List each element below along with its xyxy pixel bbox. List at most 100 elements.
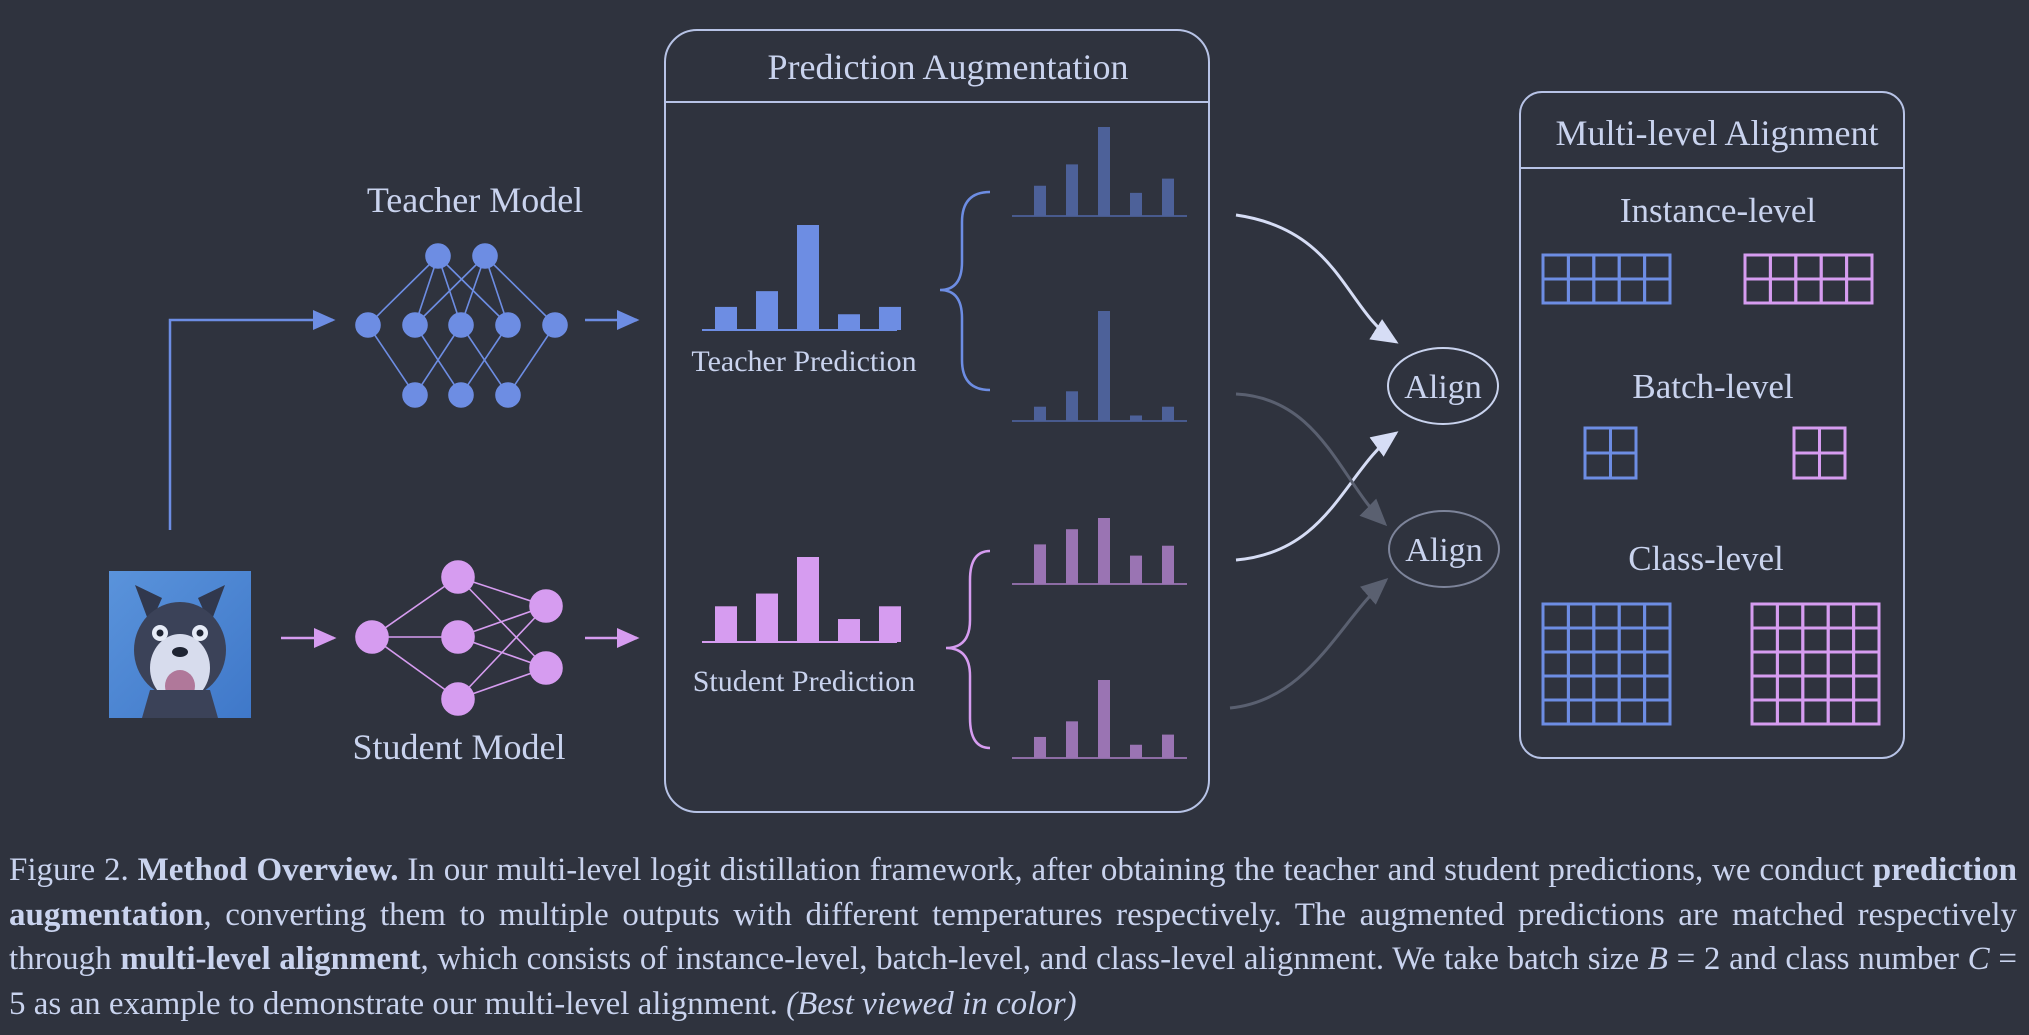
caption-text-3: , which consists of instance-level, batc… — [420, 941, 1648, 977]
caption-text-5: = 5 as an example to demonstrate our mul… — [9, 941, 2017, 1022]
caption-title: Method Overview. — [137, 852, 399, 888]
student-bar-2 — [756, 593, 778, 642]
teacher-aug1-bar-1 — [1034, 185, 1046, 216]
student-bar-1 — [715, 606, 737, 642]
instance-student-cell — [1743, 253, 1772, 281]
teacher-prediction-label: Teacher Prediction — [691, 345, 916, 378]
align-arrow-student-1 — [1235, 431, 1399, 562]
class-teacher-cell — [1643, 626, 1672, 654]
class-student-cell — [1750, 626, 1779, 654]
teacher-model-label: Teacher Model — [367, 180, 583, 220]
class-teacher-cell — [1541, 698, 1570, 726]
teacher-prediction-bars — [715, 225, 901, 330]
align-arrow-teacher-2 — [1235, 392, 1388, 527]
class-student-cell — [1801, 650, 1830, 678]
class-teacher-cell — [1643, 602, 1672, 630]
instance-teacher-cell — [1643, 253, 1672, 281]
student-bar-4 — [838, 619, 860, 642]
class-teacher-cell — [1566, 650, 1596, 678]
align-arrow-student-2 — [1229, 578, 1389, 710]
teacher-aug2-bar-3 — [1098, 311, 1110, 421]
instance-level-label: Instance-level — [1620, 191, 1817, 230]
class-teacher-cell — [1541, 626, 1570, 654]
class-student-cell — [1852, 650, 1881, 678]
instance-level-teacher-matrix — [1541, 253, 1672, 305]
class-student-cell — [1750, 698, 1779, 726]
class-student-cell — [1801, 602, 1830, 630]
align-label-1: Align — [1404, 369, 1481, 406]
instance-teacher-cell — [1566, 253, 1596, 281]
caption-math-c: C — [1967, 941, 1990, 977]
teacher-aug2-bar-5 — [1162, 406, 1174, 421]
instance-teacher-cell — [1592, 253, 1621, 281]
caption-text-4: = 2 and class number — [1667, 941, 1968, 977]
prediction-augmentation-panel: Prediction Augmentation — [664, 29, 1210, 813]
figure-caption: Figure 2. Method Overview. In our multi-… — [9, 848, 2017, 1026]
teacher-bar-5 — [879, 306, 901, 330]
caption-text-1: In our multi-level logit distillation fr… — [398, 852, 1873, 888]
caption-text-2: , converting them to multiple outputs wi… — [9, 896, 2017, 978]
class-teacher-cell — [1592, 626, 1621, 654]
instance-student-cell — [1794, 253, 1823, 281]
class-student-cell — [1826, 698, 1856, 726]
teacher-bar-4 — [838, 314, 860, 330]
class-student-cell — [1852, 626, 1881, 654]
batch-student-cell — [1818, 426, 1847, 455]
teacher-bar-3 — [797, 225, 819, 330]
method-overview-diagram: Teacher Model — [109, 29, 1905, 813]
teacher-augmented-bars-high-temp — [1034, 127, 1174, 216]
class-student-cell — [1775, 626, 1805, 654]
batch-teacher-cell — [1609, 451, 1638, 480]
align-arrow-teacher-1 — [1235, 213, 1399, 344]
class-teacher-cell — [1592, 602, 1621, 630]
student-prediction-label: Student Prediction — [693, 665, 915, 698]
instance-student-cell — [1819, 277, 1849, 305]
teacher-aug2-bar-1 — [1034, 406, 1046, 421]
multilevel-alignment-panel: Multi-level Alignment — [1519, 91, 1905, 759]
align-label-2: Align — [1405, 532, 1482, 569]
teacher-aug2-bar-2 — [1066, 391, 1078, 421]
instance-teacher-cell — [1566, 277, 1596, 305]
instance-teacher-cell — [1592, 277, 1621, 305]
student-aug1-bar-3 — [1098, 518, 1110, 584]
class-student-cell — [1826, 602, 1856, 630]
student-network-icon — [355, 560, 563, 716]
class-teacher-cell — [1566, 626, 1596, 654]
teacher-aug1-bar-2 — [1066, 164, 1078, 216]
instance-student-cell — [1794, 277, 1823, 305]
class-student-cell — [1775, 602, 1805, 630]
class-teacher-cell — [1541, 674, 1570, 702]
student-augmented-bars-high-temp — [1034, 518, 1174, 584]
class-teacher-cell — [1592, 674, 1621, 702]
class-teacher-cell — [1617, 698, 1647, 726]
batch-level-student-matrix — [1792, 426, 1847, 480]
class-student-cell — [1801, 674, 1830, 702]
caption-note: (Best viewed in color) — [786, 985, 1077, 1022]
class-teacher-cell — [1541, 650, 1570, 678]
instance-teacher-cell — [1643, 277, 1672, 305]
teacher-augmented-bars-low-temp — [1034, 311, 1174, 421]
instance-teacher-cell — [1617, 277, 1647, 305]
batch-student-cell — [1792, 451, 1821, 480]
teacher-aug1-bar-3 — [1098, 127, 1110, 216]
teacher-bar-2 — [756, 291, 778, 330]
class-student-cell — [1826, 674, 1856, 702]
student-model-label: Student Model — [353, 727, 566, 767]
student-aug2-bar-5 — [1162, 734, 1174, 758]
class-teacher-cell — [1592, 650, 1621, 678]
caption-math-b: B — [1647, 941, 1668, 977]
student-bar-3 — [797, 557, 819, 642]
class-teacher-cell — [1617, 650, 1647, 678]
class-student-cell — [1750, 674, 1779, 702]
instance-teacher-cell — [1541, 277, 1570, 305]
class-student-cell — [1775, 650, 1805, 678]
class-teacher-cell — [1566, 698, 1596, 726]
student-brace — [945, 549, 991, 750]
caption-bold-prediction-augmentation: prediction augmentation — [9, 852, 2017, 933]
student-bar-5 — [879, 606, 901, 642]
batch-level-label: Batch-level — [1632, 367, 1794, 406]
class-teacher-cell — [1566, 674, 1596, 702]
student-aug1-bar-2 — [1066, 529, 1078, 584]
batch-teacher-cell — [1583, 451, 1612, 480]
instance-student-cell — [1768, 253, 1798, 281]
